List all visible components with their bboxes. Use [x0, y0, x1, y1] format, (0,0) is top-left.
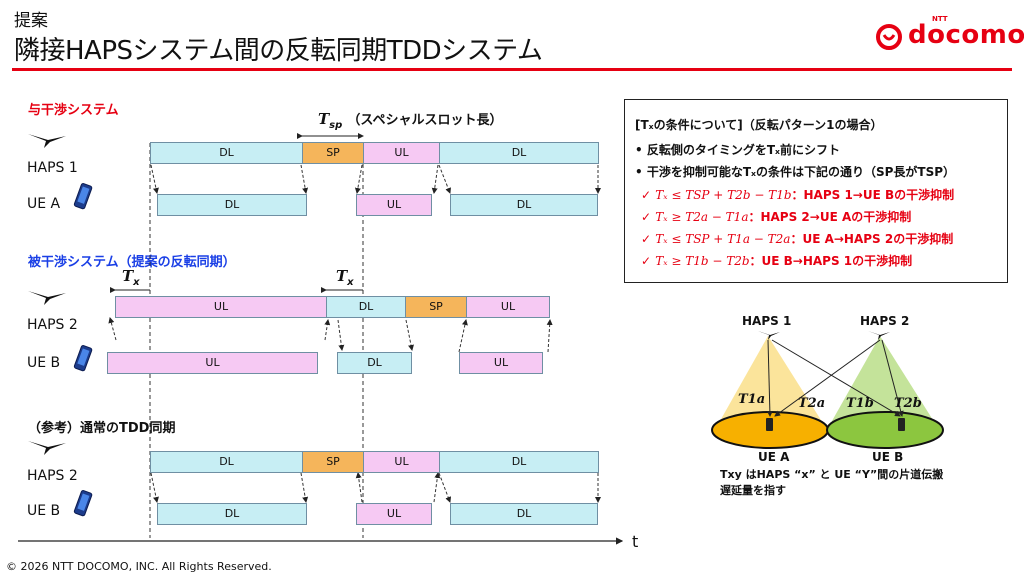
section-reference: （参考）通常のTDD同期	[28, 421, 176, 436]
page-title: 隣接HAPSシステム間の反転同期TDDシステム	[14, 36, 543, 66]
geo-t1b-label: T1b	[846, 396, 874, 411]
haps2-aircraft-icon	[28, 291, 66, 305]
row-label-haps2: HAPS 2	[27, 317, 78, 333]
propagation-arrows-row2	[108, 317, 553, 353]
row-label-ueb: UE B	[27, 355, 61, 371]
haps2-ref-sp-bar: SP	[302, 451, 364, 473]
geo-ueb-phone-icon	[898, 418, 905, 431]
ueb-coverage-area	[826, 411, 944, 449]
haps2-ul-bar-1: UL	[115, 296, 327, 318]
check-icon: ✓	[641, 232, 652, 246]
section-interferer: 与干渉システム	[28, 103, 119, 118]
geo-t2b-label: T2b	[894, 396, 922, 411]
tx-subscript-right: x	[347, 277, 354, 289]
haps-geometry-diagram	[711, 331, 944, 449]
condition-item-4: ✓ Tₓ ≥ T1b − T2b：UE B→HAPS 1の干渉抑制	[641, 252, 912, 269]
geo-uea-phone-icon	[766, 418, 773, 431]
haps1-aircraft-icon	[28, 134, 66, 148]
haps2-ref-ul-bar: UL	[363, 451, 440, 473]
conditions-bullet-2: • 干渉を抑制可能なTₓの条件は下記の通り（SP長がTSP）	[635, 165, 956, 179]
ueb-ref-phone-icon	[73, 490, 93, 517]
geo-uea-label: UE A	[758, 450, 790, 464]
geo-caption-line-1: Txy はHAPS “x” と UE “Y”間の片道伝搬	[720, 468, 944, 481]
geo-haps1-aircraft-icon	[758, 331, 780, 340]
check-icon: ✓	[641, 210, 652, 224]
geo-caption-line-2: 遅延量を指す	[720, 484, 786, 497]
tsp-symbol: T	[318, 110, 330, 128]
row-label-ueb-ref: UE B	[27, 503, 61, 519]
condition-desc: ：HAPS 2→UE Aの干渉抑制	[748, 210, 912, 224]
geo-haps2-aircraft-icon	[868, 331, 890, 340]
uea-dl-bar-1: DL	[157, 194, 307, 216]
condition-formula: Tₓ ≤ TSP + T1a − T2a	[655, 232, 791, 246]
ueb-phone-icon	[73, 345, 93, 372]
check-icon: ✓	[641, 188, 652, 202]
tx-label-left: Tx	[122, 266, 140, 288]
haps2-coverage-cone	[828, 336, 938, 428]
docomo-logo: NTT docomo	[874, 15, 1024, 52]
check-icon: ✓	[641, 254, 652, 268]
row-label-haps2-ref: HAPS 2	[27, 468, 78, 484]
page-subtitle: 提案	[14, 11, 48, 31]
tsp-subscript: sp	[329, 120, 343, 132]
geo-t2a-label: T2a	[798, 396, 826, 411]
ueb-ref-dl-bar-2: DL	[450, 503, 598, 525]
haps2-dl-bar: DL	[326, 296, 406, 318]
title-underline	[12, 68, 1012, 71]
condition-formula: Tₓ ≤ TSP + T2b − T1b	[655, 188, 792, 202]
tsp-description: （スペシャルスロット長）	[347, 113, 503, 128]
uea-phone-icon	[73, 183, 93, 210]
haps1-ul-bar: UL	[363, 142, 440, 164]
tx-symbol-right: T	[336, 267, 348, 285]
copyright-text: © 2026 NTT DOCOMO, INC. All Rights Reser…	[6, 560, 272, 573]
tx-symbol-left: T	[122, 267, 134, 285]
haps1-sp-bar: SP	[302, 142, 364, 164]
uea-ul-bar: UL	[356, 194, 432, 216]
row-label-haps1: HAPS 1	[27, 160, 78, 176]
haps2-ref-dl-bar-1: DL	[150, 451, 303, 473]
conditions-box: [Tₓの条件について]（反転パターン1の場合） • 反転側のタイミングをTₓ前に…	[624, 99, 1008, 283]
propagation-arrows-row3	[150, 472, 601, 503]
conditions-bullet-1: • 反転側のタイミングをTₓ前にシフト	[635, 143, 840, 157]
propagation-arrows-row1	[150, 164, 601, 194]
ueb-ul-bar-2: UL	[459, 352, 543, 374]
uea-dl-bar-2: DL	[450, 194, 598, 216]
haps2-ul-bar-2: UL	[466, 296, 550, 318]
haps2-ref-aircraft-icon	[28, 441, 66, 455]
section-victim: 被干渉システム（提案の反転同期）	[28, 255, 236, 270]
tx-label-right: Tx	[336, 266, 354, 288]
ueb-ul-bar-1: UL	[107, 352, 318, 374]
geo-haps2-label: HAPS 2	[860, 314, 910, 328]
haps2-ref-dl-bar-2: DL	[439, 451, 599, 473]
haps2-sp-bar: SP	[405, 296, 467, 318]
condition-item-1: ✓ Tₓ ≤ TSP + T2b − T1b：HAPS 1→UE Bの干渉抑制	[641, 186, 954, 203]
tsp-label: Tsp （スペシャルスロット長）	[318, 109, 502, 131]
condition-desc: ：UE A→HAPS 2の干渉抑制	[790, 232, 954, 246]
condition-desc: ：UE B→HAPS 1の干渉抑制	[749, 254, 913, 268]
time-axis-label: t	[632, 532, 639, 551]
conditions-heading: [Tₓの条件について]（反転パターン1の場合）	[635, 118, 883, 132]
geo-ueb-label: UE B	[872, 450, 904, 464]
haps1-dl-bar-2: DL	[439, 142, 599, 164]
condition-item-3: ✓ Tₓ ≤ TSP + T1a − T2a：UE A→HAPS 2の干渉抑制	[641, 230, 953, 247]
condition-formula: Tₓ ≥ T1b − T2b	[655, 254, 750, 268]
timing-diagram	[18, 133, 624, 545]
ueb-ref-dl-bar-1: DL	[157, 503, 307, 525]
docomo-logo-icon	[876, 24, 902, 50]
logo-text: docomo	[908, 20, 1024, 50]
condition-item-2: ✓ Tₓ ≥ T2a − T1a：HAPS 2→UE Aの干渉抑制	[641, 208, 911, 225]
ueb-dl-bar: DL	[337, 352, 412, 374]
condition-formula: Tₓ ≥ T2a − T1a	[655, 210, 749, 224]
ueb-ref-ul-bar: UL	[356, 503, 432, 525]
haps1-dl-bar-1: DL	[150, 142, 303, 164]
tx-subscript-left: x	[133, 277, 140, 289]
geo-t1a-label: T1a	[738, 392, 766, 407]
row-label-uea: UE A	[27, 196, 61, 212]
condition-desc: ：HAPS 1→UE Bの干渉抑制	[791, 188, 955, 202]
geo-propagation-arrows	[766, 339, 904, 417]
haps1-coverage-cone	[716, 336, 826, 428]
logo-ntt-text: NTT	[932, 15, 948, 23]
geo-haps1-label: HAPS 1	[742, 314, 792, 328]
